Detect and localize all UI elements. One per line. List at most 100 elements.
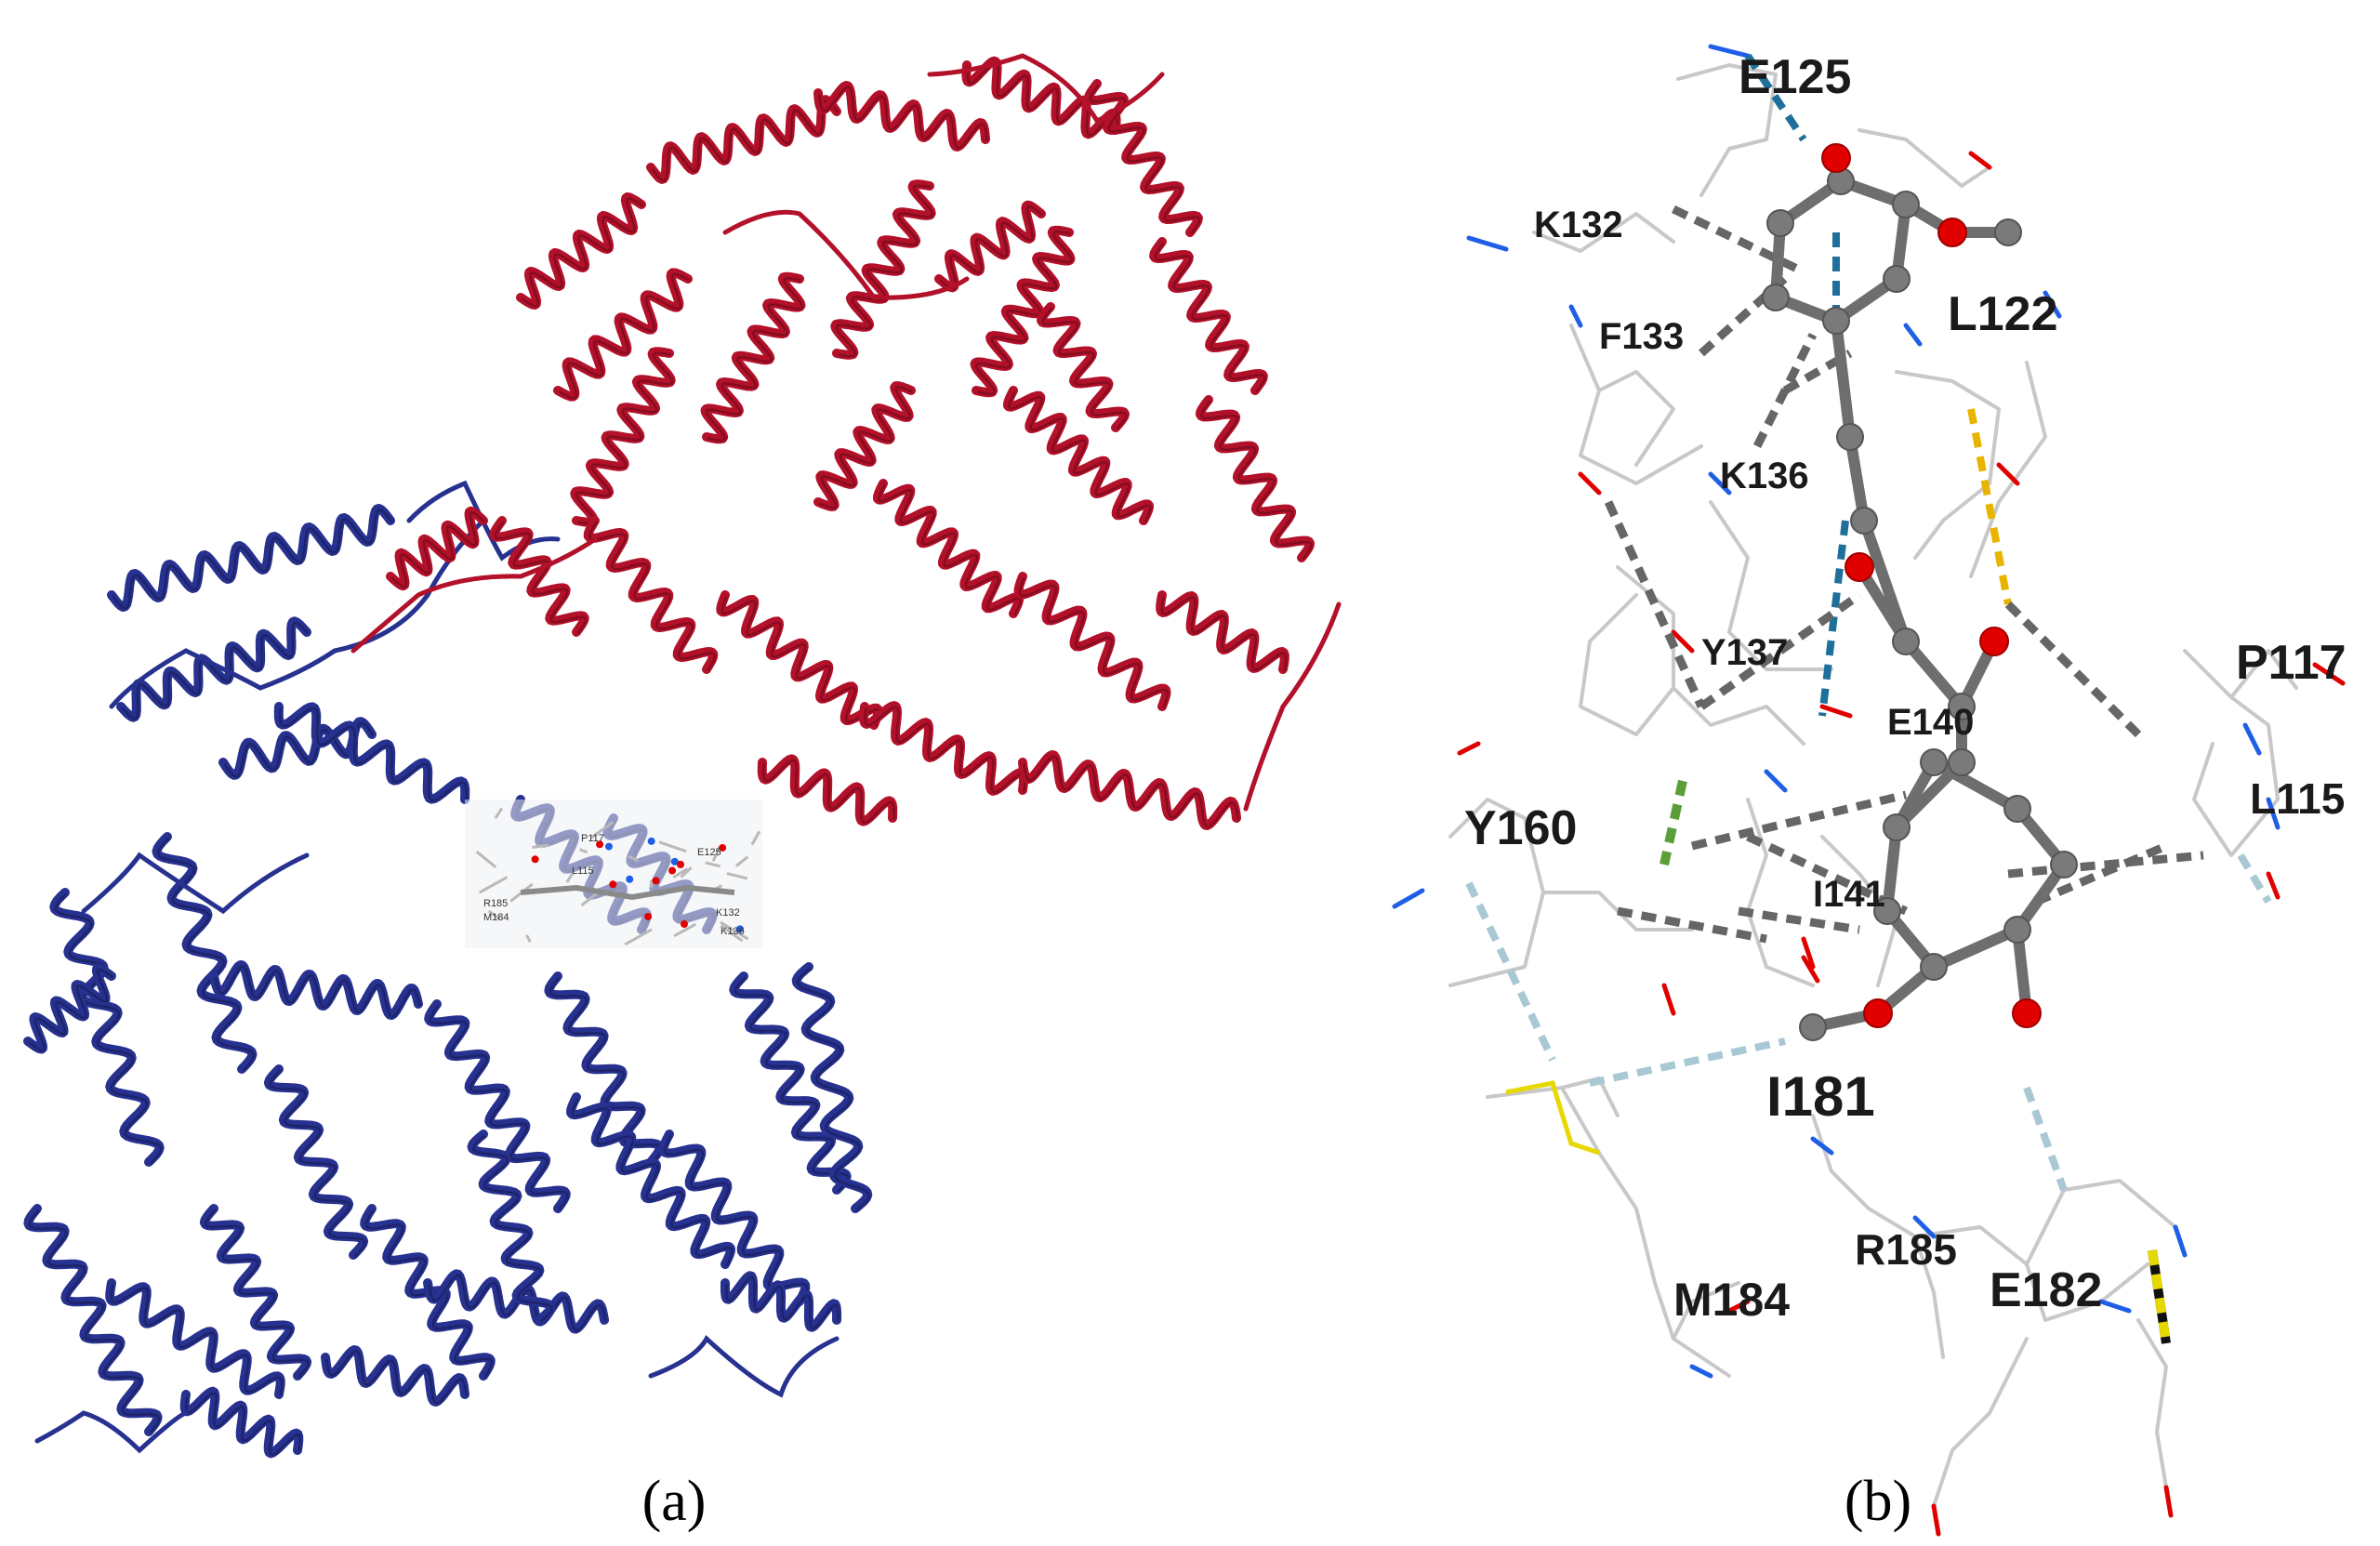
residue-stick [1560, 1077, 1620, 1117]
oxygen-tip [1661, 983, 1676, 1016]
chain-a-helix [813, 81, 990, 152]
residue-label-y160: Y160 [1464, 801, 1577, 855]
weak-contact-line [1465, 881, 1556, 1062]
inset-stick [680, 866, 693, 879]
chain-a-helix-shade [819, 386, 913, 509]
ligand-bond [1928, 924, 2023, 972]
hydrophobic-line [1738, 906, 1860, 934]
chain-a-helix [1084, 79, 1203, 237]
inset-atom [604, 842, 613, 851]
residue-label-k132: K132 [1534, 205, 1623, 245]
chain-a-helix-shade [1089, 84, 1201, 235]
chain-b-helix-shade [734, 976, 850, 1193]
residue-label-p117: P117 [2236, 636, 2347, 690]
chain-b-helix-shade [279, 707, 468, 802]
hydrophobic-line [1604, 500, 1706, 708]
ligand-oxygen-atom [1863, 998, 1893, 1028]
residue-stick [2136, 1318, 2168, 1489]
chain-a-helix [1195, 395, 1316, 562]
inset-stick [720, 924, 744, 943]
residue-stick [1709, 500, 1833, 671]
chain-a-helix-shade [1008, 390, 1152, 523]
residue-stick [1672, 686, 1805, 746]
chain-b-helix-shade [471, 1134, 554, 1323]
ligand-oxygen-atom [2012, 998, 2042, 1028]
oxygen-tip [2163, 1485, 2174, 1518]
chain-a-helix [830, 179, 936, 360]
chain-a-helix [1149, 237, 1268, 395]
chain-a-helix-shade [588, 521, 717, 672]
residue-label-r185: R185 [1855, 1225, 1957, 1274]
chain-b-helix [321, 1345, 469, 1407]
ligand-carbon-atom [1994, 218, 2022, 246]
chain-b-helix [424, 999, 571, 1213]
chain-a-helix-shade [521, 197, 644, 308]
inset-label: E125 [697, 847, 721, 858]
ligand-carbon-atom [1873, 897, 1901, 925]
residue-label-e140: E140 [1887, 702, 1974, 743]
hydrophobic-line [1617, 906, 1767, 944]
ligand-carbon-atom [2050, 851, 2078, 879]
chain-b-helix [273, 702, 470, 804]
chain-a-helix-shade [818, 86, 988, 150]
chain-b-helix [49, 888, 165, 1167]
ligand-carbon-atom [1822, 307, 1850, 335]
chain-b-helix [23, 1204, 163, 1436]
residue-label-l122: L122 [1948, 287, 2058, 341]
ligand-carbon-atom [1883, 813, 1911, 841]
inset-atom [652, 877, 660, 885]
oxygen-tip [1801, 936, 1816, 970]
chain-a-helix [757, 754, 898, 826]
salt-bridge-line [2148, 1249, 2171, 1344]
chain-a-helix-shade [705, 276, 804, 443]
inset-atom [719, 843, 727, 852]
residue-label-f133: F133 [1599, 316, 1684, 357]
chain-b-helix [199, 1204, 312, 1381]
chain-b-helix-shade [214, 965, 421, 1018]
chain-b-helix-shade [28, 1209, 161, 1434]
residue-stick [1913, 1225, 2149, 1322]
hydrophobic-line [1690, 790, 1908, 851]
ligand-carbon-atom [1836, 423, 1864, 451]
inset-label: K132 [716, 907, 740, 918]
inset-label: K136 [721, 926, 745, 937]
chain-a-helix [1156, 590, 1289, 674]
ligand-carbon-atom [1920, 748, 1948, 776]
inset-stick [726, 872, 748, 880]
chain-a-helix-shade [1023, 755, 1239, 828]
chain-a-helix [813, 381, 916, 511]
chain-b-helix-shade [269, 1069, 366, 1258]
ligand-bond [1844, 431, 1870, 526]
chain-b-helix-shade [796, 967, 871, 1211]
chain-a-helix-shade [1018, 577, 1170, 708]
chain-a-helix-shade [1200, 400, 1313, 561]
chain-a-helix-shade [558, 272, 691, 400]
chain-a-ribbon [350, 53, 1342, 830]
inset-label: R185 [483, 898, 508, 909]
residue-stick [2025, 1179, 2177, 1266]
ligand-carbon-atom [1892, 191, 1920, 218]
residue-label-i181: I181 [1766, 1065, 1875, 1128]
inset-stick [478, 876, 509, 894]
inset-atom [626, 875, 634, 883]
inset-atom [531, 855, 539, 864]
inset-atom [596, 840, 604, 849]
residue-label-i141: I141 [1813, 874, 1885, 915]
nitrogen-tip [1764, 769, 1788, 793]
hbond-line [1818, 520, 1849, 717]
inset-stick [673, 922, 697, 938]
chain-a-helix [570, 347, 676, 527]
ligand-oxygen-atom [1937, 218, 1967, 247]
chain-a-helix [386, 506, 488, 591]
oxygen-tip [2266, 871, 2281, 900]
nitrogen-tip [1708, 471, 1732, 496]
chain-a-helix [716, 590, 883, 730]
nitrogen-tip [1392, 888, 1425, 909]
chain-a-helix-shade [878, 483, 1022, 616]
chain-b-helix-shade [28, 968, 114, 1052]
ligand-molecule [1762, 143, 2078, 1041]
residue-stick [1820, 835, 1898, 987]
inset-atom [677, 860, 685, 868]
